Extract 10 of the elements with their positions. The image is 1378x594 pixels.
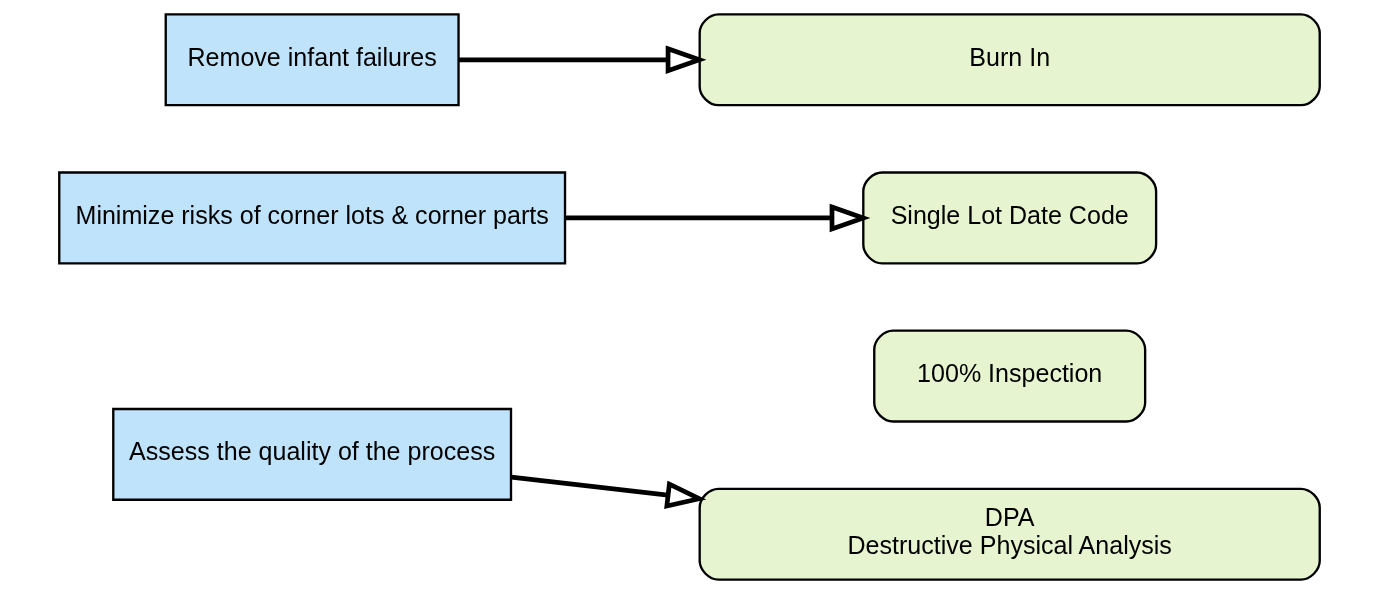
node-box: Single Lot Date Code	[861, 171, 1157, 265]
node-box: Assess the quality of the process	[111, 407, 512, 501]
arrow	[458, 45, 706, 75]
arrow	[510, 474, 706, 510]
node-box: 100% Inspection	[872, 329, 1146, 423]
node-box: Remove infant failures	[164, 13, 460, 107]
arrow	[564, 203, 870, 233]
node-box: Minimize risks of corner lots & corner parts	[57, 171, 566, 265]
node-box: DPA Destructive Physical Analysis	[698, 487, 1321, 581]
node-box: Burn In	[698, 13, 1321, 107]
